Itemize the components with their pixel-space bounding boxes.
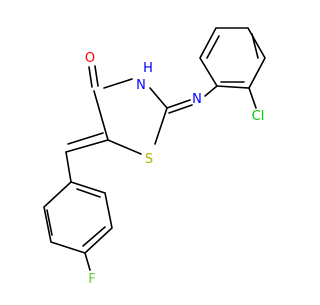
molecule-canvas: O H N N S Cl F xyxy=(43,27,266,287)
ring-fluorophenyl-double-2 xyxy=(82,226,106,247)
bond-c4-o-a xyxy=(88,66,93,88)
bond-c4-n3 xyxy=(103,78,133,89)
bond-aryl-f xyxy=(84,252,91,271)
bond-c5-c4 xyxy=(93,90,109,141)
bond-c4-o-b xyxy=(94,65,99,87)
bond-c2-n-b xyxy=(168,104,193,114)
bond-c5-ch-b xyxy=(67,132,104,145)
atom-nitrogen-h: H xyxy=(143,61,153,76)
ring-fluorophenyl xyxy=(43,181,113,254)
ring-chlorophenyl-double-1 xyxy=(206,35,220,59)
bond-c2-n-a xyxy=(166,99,191,109)
bond-lines xyxy=(43,27,266,271)
atom-fluorine: F xyxy=(88,272,95,287)
bond-n-aryl xyxy=(204,85,218,97)
ring-chlorophenyl-double-2 xyxy=(251,33,259,59)
ring-fluorophenyl-double-3 xyxy=(46,209,53,236)
atom-sulfur: S xyxy=(145,152,153,167)
bond-aryl-cl xyxy=(248,87,257,109)
bond-s1-c2 xyxy=(154,107,168,145)
bond-c5-s1 xyxy=(107,139,142,155)
atom-nitrogen-imine: N xyxy=(192,92,202,107)
ring-chlorophenyl xyxy=(199,27,266,89)
atom-oxygen: O xyxy=(85,51,95,66)
atom-nitrogen-ring: N xyxy=(136,78,146,93)
ring-fluorophenyl-double-1 xyxy=(76,188,101,198)
bond-c2-n3 xyxy=(149,87,168,109)
bond-ch-aryl xyxy=(65,151,72,183)
molecule-structure: O H N N S Cl F xyxy=(43,27,266,287)
bond-c5-ch-a xyxy=(65,139,109,153)
atom-chlorine: Cl xyxy=(252,109,265,124)
